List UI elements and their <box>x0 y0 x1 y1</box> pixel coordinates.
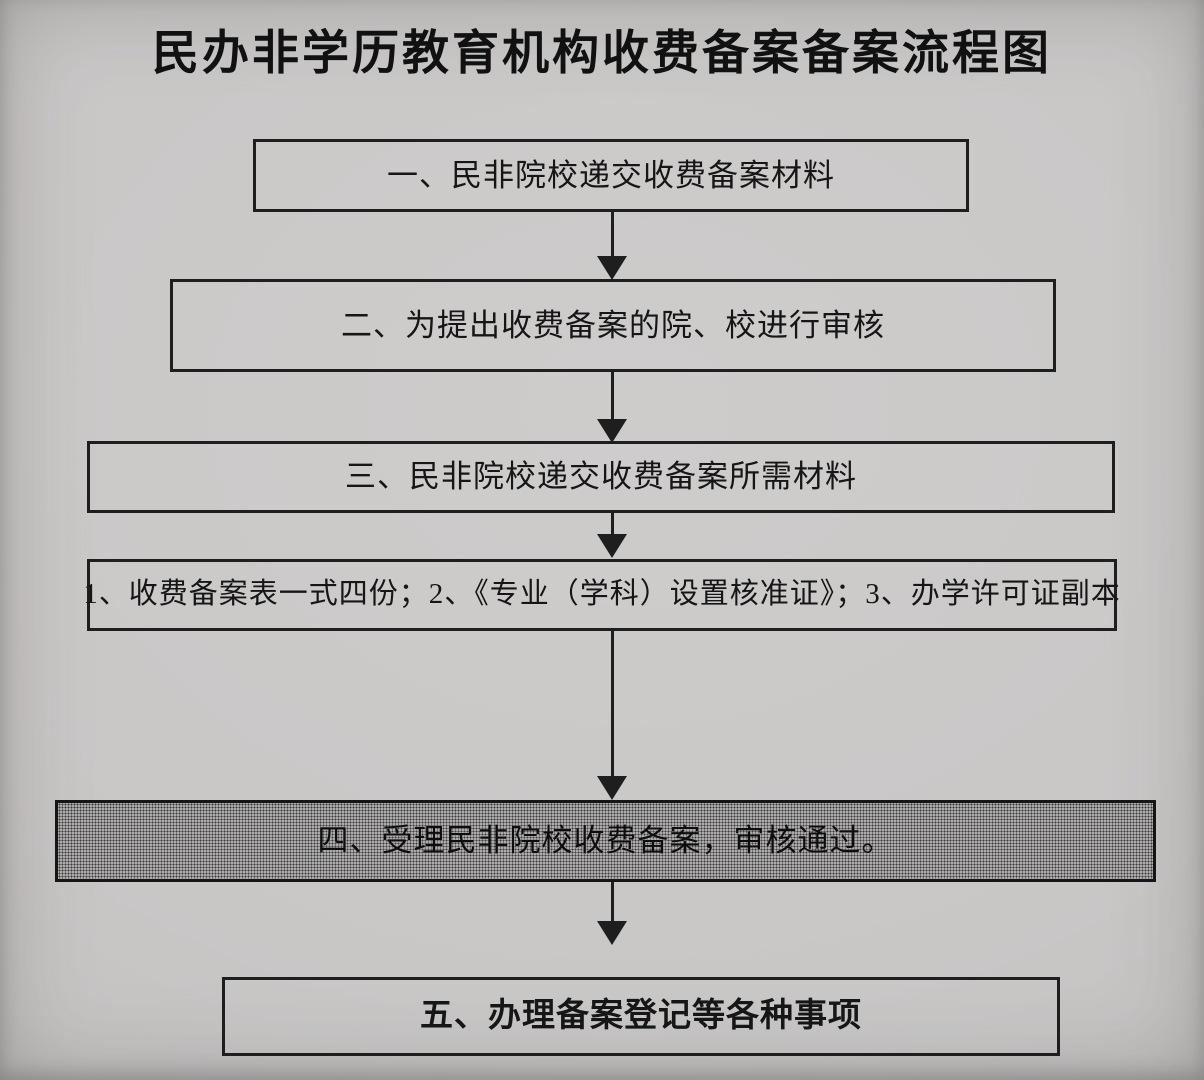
flow-step-4-materials: 1、收费备案表一式四份；2、《专业（学科）设置核准证》；3、办学许可证副本 <box>83 559 1120 631</box>
flow-step-3-label: 三、民非院校递交收费备案所需材料 <box>345 459 857 495</box>
flow-step-1-label: 一、民非院校递交收费备案材料 <box>387 157 835 193</box>
arrow-down-icon <box>597 921 627 945</box>
connector-line-2-3 <box>611 372 614 420</box>
flow-step-3: 三、民非院校递交收费备案所需材料 <box>87 441 1115 513</box>
flowchart-title: 民办非学历教育机构收费备案备案流程图 <box>152 26 1052 79</box>
connector-line-3-4 <box>611 513 614 535</box>
flow-step-5-label: 四、受理民非院校收费备案，审核通过。 <box>317 823 894 859</box>
arrow-down-icon <box>597 419 627 443</box>
connector-line-1-2 <box>611 212 614 257</box>
flow-step-4-label: 1、收费备案表一式四份；2、《专业（学科）设置核准证》；3、办学许可证副本 <box>83 578 1121 611</box>
flow-step-1: 一、民非院校递交收费备案材料 <box>253 139 969 212</box>
flow-step-2-label: 二、为提出收费备案的院、校进行审核 <box>341 307 885 343</box>
flow-step-5-shaded: 四、受理民非院校收费备案，审核通过。 <box>55 800 1156 882</box>
flow-step-6: 五、办理备案登记等各种事项 <box>222 977 1060 1056</box>
flow-step-2: 二、为提出收费备案的院、校进行审核 <box>170 279 1056 372</box>
connector-line-5-6 <box>611 882 614 922</box>
flow-step-6-label: 五、办理备案登记等各种事项 <box>420 997 862 1034</box>
connector-line-4-5 <box>611 631 614 777</box>
arrow-down-icon <box>597 256 627 280</box>
arrow-down-icon <box>597 776 627 800</box>
arrow-down-icon <box>597 534 627 558</box>
